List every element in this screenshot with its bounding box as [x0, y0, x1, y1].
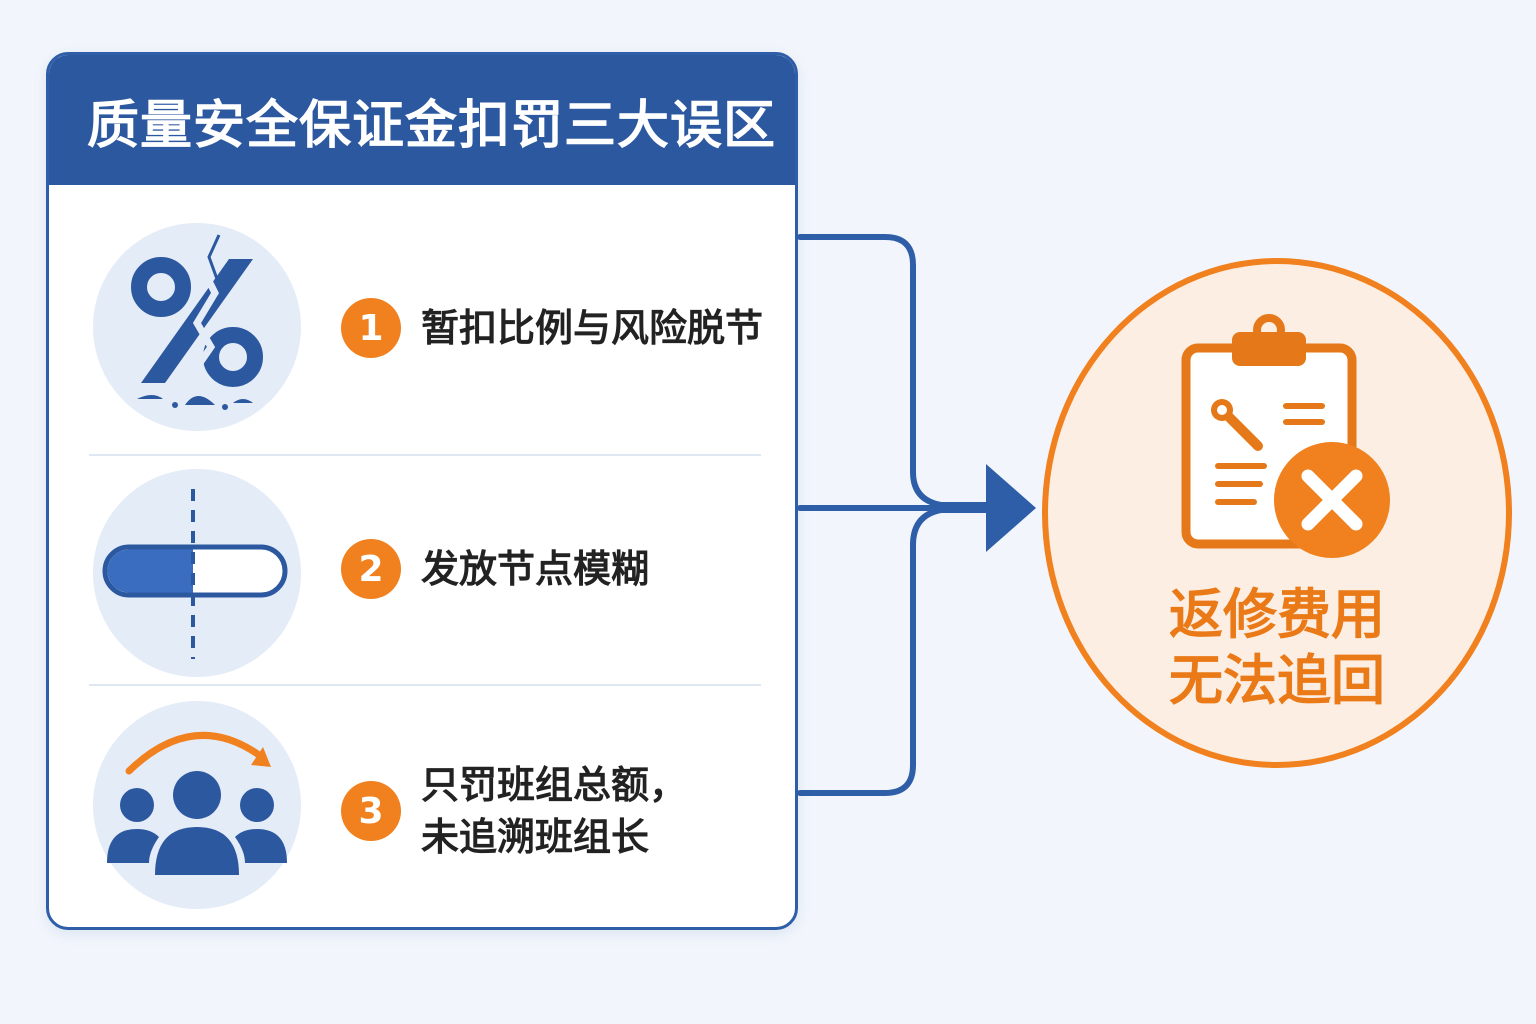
divider-1	[89, 454, 761, 456]
number-badge-2: 2	[341, 539, 401, 599]
misconceptions-card: 质量安全保证金扣罚三大误区 1 暂扣比例与风险脱节	[46, 52, 798, 930]
card-title: 质量安全保证金扣罚三大误区	[49, 55, 795, 185]
divider-2	[89, 684, 761, 686]
clipboard-error-icon	[1181, 314, 1390, 558]
team-group-icon	[93, 701, 301, 909]
item-text-1: 暂扣比例与风险脱节	[421, 306, 764, 350]
list-item-2: 2 发放节点模糊	[49, 455, 795, 685]
item-text-3: 只罚班组总额， 未追溯班组长	[421, 763, 688, 859]
cracked-percent-icon	[93, 223, 301, 431]
result-text: 返修费用 无法追回	[1169, 583, 1385, 712]
number-badge-3: 3	[341, 781, 401, 841]
result-circle: 返修费用 无法追回	[1042, 258, 1512, 768]
list-item-3: 3 只罚班组总额， 未追溯班组长	[49, 695, 795, 925]
number-badge-1: 1	[341, 298, 401, 358]
progress-bar-icon	[93, 469, 301, 677]
item-text-2: 发放节点模糊	[421, 547, 650, 591]
list-item-1: 1 暂扣比例与风险脱节	[49, 215, 795, 445]
